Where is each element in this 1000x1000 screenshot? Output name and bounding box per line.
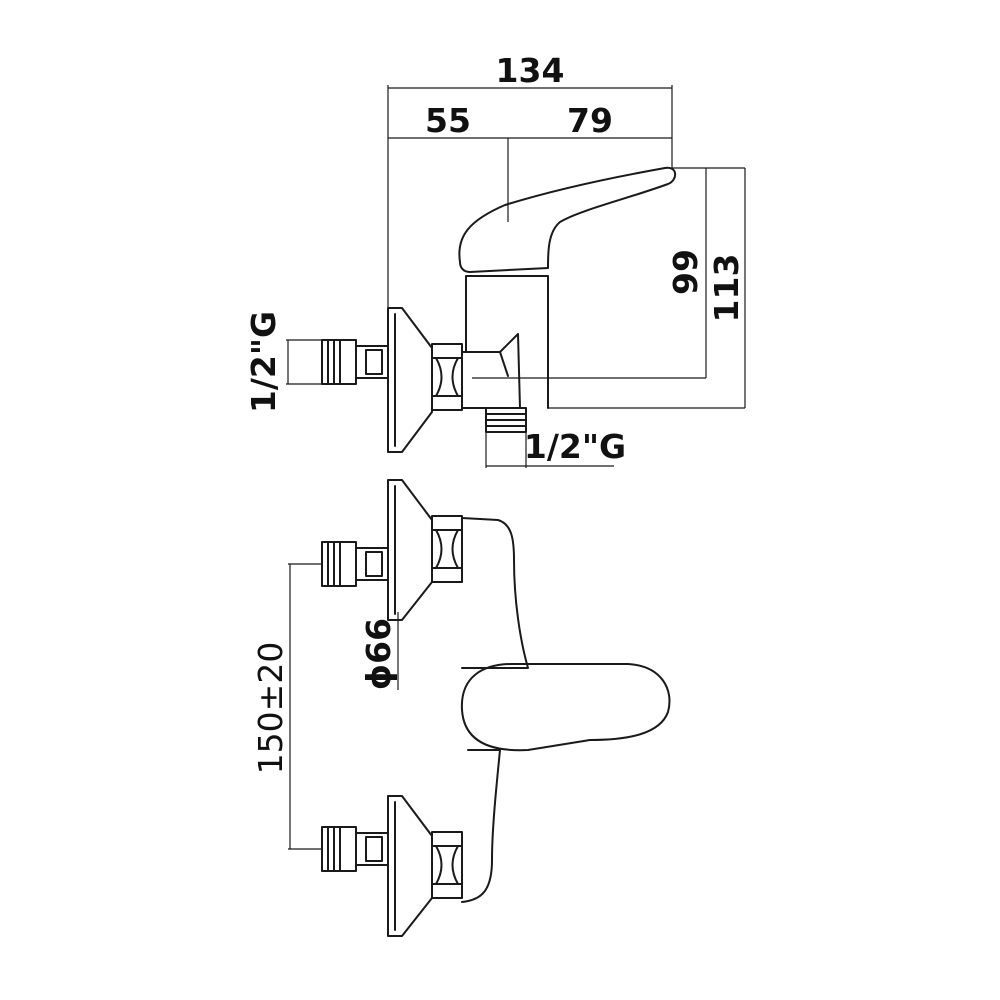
dim-left-offset: 55 <box>425 101 471 140</box>
dim-overall-width: 134 <box>496 51 565 90</box>
dim-right-offset: 79 <box>567 101 613 140</box>
side-outlet-connector <box>485 407 527 433</box>
front-bottom-inlet-connector <box>321 826 389 872</box>
front-mixer-body <box>461 517 529 669</box>
dim-center-distance: 150±20 <box>251 642 290 775</box>
dim-height-spout: 99 <box>666 249 705 295</box>
side-cartridge-body <box>465 275 549 409</box>
side-flange <box>387 307 433 453</box>
dim-thread-outlet: 1/2"G <box>524 427 626 466</box>
side-lever-handle <box>458 166 677 273</box>
side-view: 134 55 79 99 113 1/2"G 1/2"G <box>244 51 746 468</box>
front-bottom-hex-nut <box>431 831 463 899</box>
front-top-hex-nut <box>431 515 463 583</box>
side-connector-body <box>461 333 521 409</box>
side-inlet-connector <box>321 339 389 385</box>
side-hex-nut <box>431 343 463 411</box>
dim-rosette-diameter: ϕ66 <box>359 618 398 690</box>
front-view: ϕ66 150±20 <box>251 479 671 937</box>
front-lever-handle <box>460 663 671 752</box>
front-top-inlet-connector <box>321 541 389 587</box>
dim-thread-inlet: 1/2"G <box>244 311 283 413</box>
dim-height-total: 113 <box>707 254 746 323</box>
